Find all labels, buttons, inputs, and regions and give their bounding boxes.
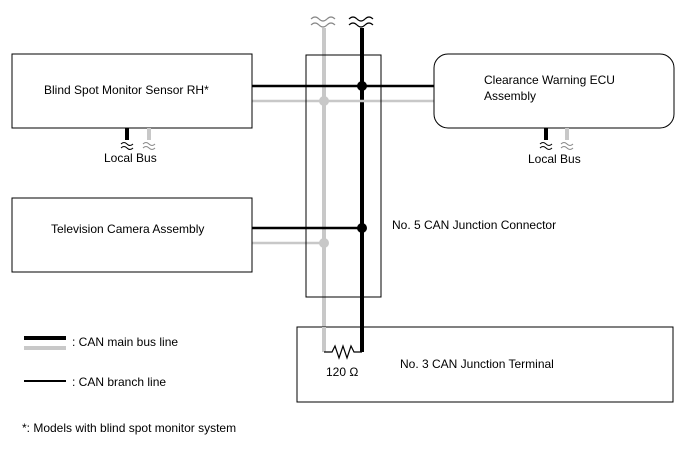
- bsm-sensor-label: Blind Spot Monitor Sensor RH*: [44, 83, 209, 97]
- bus-wires: [252, 28, 434, 352]
- legend-main-label: : CAN main bus line: [72, 335, 178, 349]
- break-mark-low-1: [310, 16, 336, 22]
- bus-break-marks: [310, 16, 374, 28]
- resistor-value: 120 Ω: [326, 365, 358, 379]
- tv-camera-label: Television Camera Assembly: [51, 222, 204, 236]
- junction-connector-box: [305, 54, 382, 298]
- junction-terminal-box: [296, 326, 674, 403]
- local-bus-left: [120, 128, 156, 150]
- termination-resistor: [324, 344, 362, 360]
- junction-dot-bsm-high: [357, 81, 367, 91]
- footnote: *: Models with blind spot monitor system: [22, 421, 236, 435]
- local-bus-right-break-high: [539, 142, 553, 150]
- clearance-ecu-box: [433, 53, 675, 129]
- junction-dot-camera-high: [357, 223, 367, 233]
- local-bus-right: [539, 128, 574, 150]
- local-bus-right-break-low: [560, 142, 574, 150]
- tv-camera-box: [11, 197, 253, 273]
- break-mark-high-1: [348, 16, 374, 22]
- junction-terminal-label: No. 3 CAN Junction Terminal: [400, 357, 554, 371]
- junction-dot-bsm-low: [319, 96, 329, 106]
- break-mark-low-2: [310, 22, 336, 28]
- local-bus-left-break-low: [142, 142, 156, 150]
- junction-connector-label: No. 5 CAN Junction Connector: [392, 218, 556, 232]
- legend: : CAN main bus line : CAN branch line: [24, 335, 178, 389]
- junction-dot-camera-low: [319, 238, 329, 248]
- clearance-ecu-label-line2: Assembly: [484, 89, 536, 103]
- local-bus-left-break-high: [120, 142, 134, 150]
- clearance-ecu-label-line1: Clearance Warning ECU: [484, 73, 615, 87]
- local-bus-left-label: Local Bus: [104, 151, 157, 165]
- resistor-zigzag: [324, 344, 362, 360]
- legend-branch-label: : CAN branch line: [72, 375, 166, 389]
- local-bus-right-label: Local Bus: [528, 152, 581, 166]
- break-mark-high-2: [348, 22, 374, 28]
- bsm-sensor-box: [11, 53, 253, 129]
